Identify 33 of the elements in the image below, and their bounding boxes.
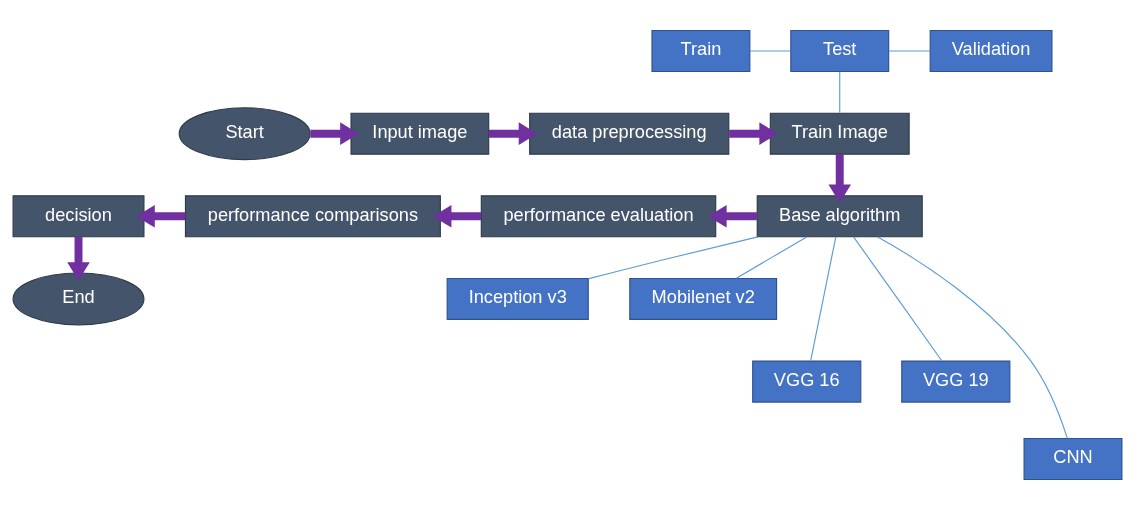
arrow — [488, 122, 538, 145]
node-box: Mobilenet v2 — [629, 277, 778, 320]
node-box: Test — [790, 30, 890, 73]
connector — [839, 71, 841, 114]
node-box: Input image — [350, 112, 490, 155]
node-box: CNN — [1023, 437, 1123, 480]
connector — [749, 50, 792, 52]
node-box: Validation — [929, 30, 1053, 73]
arrow — [67, 236, 90, 281]
node-ellipse: Start — [178, 107, 311, 161]
node-box: Train Image — [769, 112, 910, 155]
arrow — [310, 122, 359, 145]
node-ellipse: End — [12, 272, 145, 326]
arrow — [729, 122, 778, 145]
arrow — [136, 205, 186, 228]
arrow — [708, 205, 757, 228]
node-box: decision — [12, 195, 145, 238]
connector — [853, 236, 943, 362]
connector — [877, 236, 1068, 439]
node-box: Train — [651, 30, 751, 73]
connector — [810, 236, 837, 362]
node-box: VGG 16 — [752, 360, 862, 403]
node-box: Inception v3 — [446, 277, 589, 320]
connector — [588, 236, 759, 280]
node-box: performance evaluation — [480, 195, 717, 238]
arrow — [433, 205, 482, 228]
arrow — [828, 154, 852, 203]
node-box: data preprocessing — [529, 112, 730, 155]
node-box: Base algorithm — [756, 195, 923, 238]
connector — [735, 236, 808, 279]
connector — [888, 50, 931, 52]
node-box: VGG 19 — [901, 360, 1011, 403]
node-box: performance comparisons — [184, 195, 441, 238]
